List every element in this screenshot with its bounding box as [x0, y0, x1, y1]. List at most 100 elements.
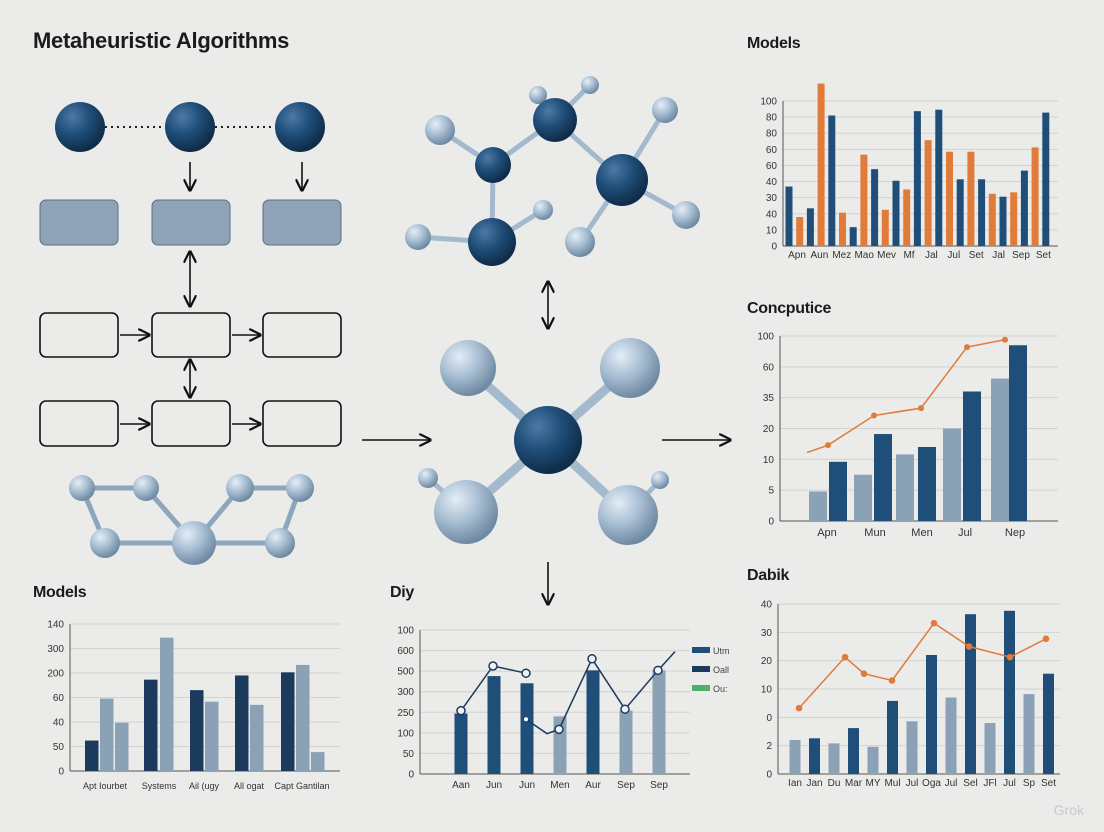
y-tick-label: 30 [766, 193, 778, 204]
y-tick-label: 100 [757, 332, 774, 343]
x-tick-label: Aun [811, 250, 829, 261]
y-tick-label: 0 [768, 517, 774, 528]
process-box [39, 199, 119, 246]
line-point [1002, 336, 1008, 343]
bar [924, 140, 932, 246]
x-tick-label: MY [866, 778, 881, 789]
bar [115, 722, 129, 771]
x-tick-label: Aur [585, 780, 601, 791]
x-tick-label: Set [1036, 250, 1051, 261]
bar [956, 179, 964, 246]
bar [520, 683, 534, 774]
bar [85, 740, 99, 771]
legend-swatch [692, 666, 710, 672]
bar [785, 186, 793, 246]
x-tick-label: Aan [452, 780, 470, 791]
chart-title-diy: Diy [390, 584, 414, 601]
y-tick-label: 60 [766, 145, 778, 156]
line-point [795, 704, 803, 712]
bar [854, 474, 872, 521]
x-tick-label: Mez [832, 250, 851, 261]
bar [839, 212, 846, 246]
bar [860, 154, 868, 246]
bar [988, 193, 996, 246]
chart-title-dabik: Dabik [747, 567, 790, 584]
molecule-center [418, 338, 669, 545]
bar [874, 434, 892, 521]
bar [892, 180, 900, 246]
bar [946, 151, 953, 246]
bar [828, 743, 840, 774]
x-tick-label: Nep [1005, 527, 1025, 539]
bar [943, 428, 961, 521]
bar [796, 217, 804, 246]
y-tick-label: 40 [766, 209, 778, 220]
x-tick-label: Set [1041, 778, 1056, 789]
bar [999, 196, 1007, 246]
y-tick-label: 35 [763, 393, 775, 404]
bar [652, 670, 666, 774]
legend-label: Utm [713, 646, 730, 656]
y-tick-label: 60 [53, 693, 65, 704]
y-tick-label: 40 [766, 177, 778, 188]
bar [896, 454, 914, 521]
bar [829, 461, 847, 521]
x-tick-label: Jan [806, 778, 822, 789]
x-tick-label: Jal [925, 250, 938, 261]
bar [945, 697, 957, 774]
step-box [151, 312, 231, 358]
y-tick-label: 40 [761, 600, 773, 611]
bar [849, 227, 857, 246]
y-tick-label: 20 [763, 424, 775, 435]
chart-title-concputice: Concputice [747, 300, 832, 317]
bar [1042, 112, 1050, 246]
x-tick-label: Apn [817, 527, 837, 539]
y-tick-label: 2 [766, 741, 772, 752]
line-series [806, 338, 1006, 454]
x-tick-label: Ail (ugy [189, 781, 220, 791]
bar [1009, 345, 1027, 521]
y-tick-label: 50 [53, 742, 65, 753]
bar [235, 675, 249, 771]
bar [809, 491, 827, 521]
y-tick-label: 10 [761, 685, 773, 696]
line-point [918, 405, 924, 412]
node-sphere [275, 102, 325, 152]
bar [913, 111, 921, 247]
x-tick-label: Jul [906, 778, 919, 789]
bar [1023, 694, 1035, 774]
molecule-bottom-left [69, 474, 314, 565]
y-tick-label: 30 [761, 628, 773, 639]
bar [828, 115, 836, 246]
watermark-logo: Grok [1053, 802, 1084, 818]
y-tick-label: 600 [397, 646, 414, 657]
bar [281, 672, 295, 771]
bar [965, 614, 976, 774]
x-tick-label: Jal [992, 250, 1005, 261]
bar [806, 208, 814, 246]
process-box [151, 199, 231, 246]
y-tick-label: 250 [397, 708, 414, 719]
bar [160, 637, 174, 771]
y-tick-label: 10 [763, 455, 775, 466]
chart-title-models-bottom: Models [33, 584, 87, 601]
bar [809, 738, 820, 774]
y-tick-label: 20 [761, 656, 773, 667]
line-series [798, 622, 1047, 709]
x-tick-label: Jul [958, 527, 972, 539]
bar [1020, 170, 1028, 246]
y-tick-label: 0 [771, 242, 777, 253]
x-tick-label: Sep [1012, 250, 1030, 261]
line-point [841, 653, 849, 661]
bar [619, 710, 633, 774]
bar [978, 179, 986, 246]
legend-label: Ou: [713, 684, 728, 694]
x-tick-label: Men [911, 527, 932, 539]
bar [789, 740, 801, 774]
y-tick-label: 60 [763, 362, 775, 373]
y-tick-label: 80 [766, 129, 778, 140]
y-tick-label: 300 [47, 644, 64, 655]
bar [100, 698, 114, 771]
y-tick-label: 0 [766, 770, 772, 781]
y-tick-label: 0 [766, 713, 772, 724]
